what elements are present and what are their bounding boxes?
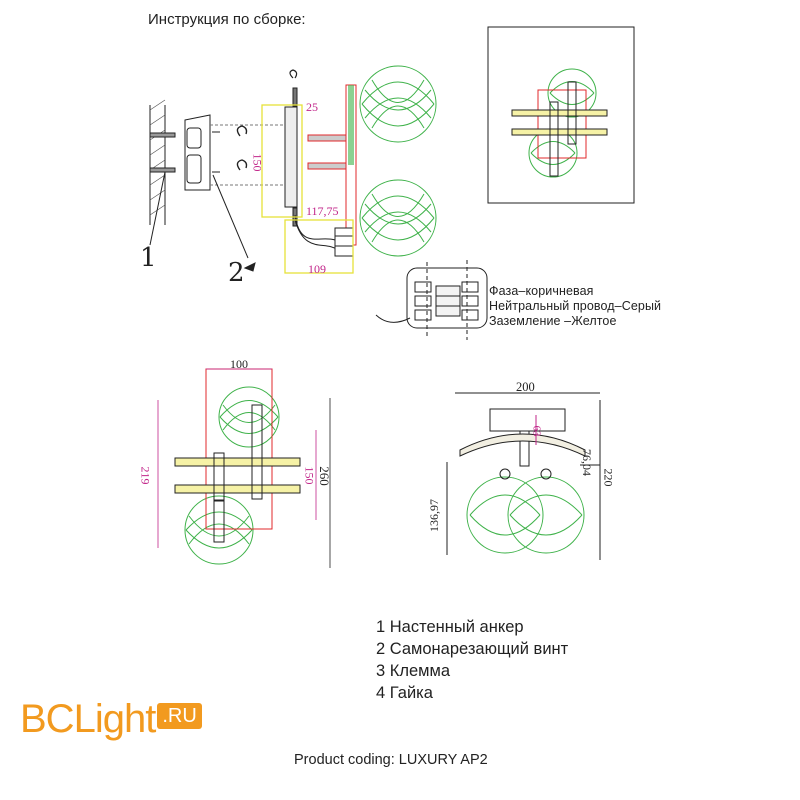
dim-219: 219: [138, 466, 153, 485]
wiring-neutral: Нейтральный провод–Серый: [489, 299, 662, 313]
front-view-drawing: [174, 368, 301, 565]
dim-25: 25: [306, 100, 318, 114]
logo-bc: BC: [20, 697, 75, 741]
callout-2: 2: [228, 258, 245, 288]
logo-domain: .RU: [157, 703, 202, 729]
product-coding: Product coding: LUXURY AP2: [294, 752, 488, 768]
logo-light: Light: [73, 697, 157, 741]
dim-150-front: 150: [302, 466, 317, 485]
parts-item-4: 4 Гайка: [376, 684, 433, 702]
dim-220: 220: [601, 468, 616, 487]
dim-76-04: 76,04: [580, 449, 594, 476]
dim-117-75: 117,75: [306, 204, 339, 218]
side-view-globes: [359, 65, 437, 257]
dim-100: 100: [230, 357, 248, 371]
wiring-block: [375, 260, 488, 340]
callout-1: 1: [140, 243, 157, 273]
parts-item-3: 3 Клемма: [376, 662, 451, 680]
page-title: Инструкция по сборке:: [148, 11, 306, 28]
dim-63: 63: [530, 425, 543, 437]
dim-260: 260: [316, 466, 332, 486]
wiring-ground: Заземление –Желтое: [489, 314, 617, 328]
profile-view-drawing: [446, 392, 601, 560]
dim-109: 109: [308, 262, 326, 276]
dim-150-side: 150: [250, 153, 265, 172]
dim-136-97: 136,97: [427, 499, 441, 532]
dim-200: 200: [516, 380, 535, 394]
bclight-logo: BCLight.RU: [20, 697, 202, 742]
wiring-phase: Фаза–коричневая: [489, 284, 594, 298]
parts-item-1: 1 Настенный анкер: [376, 618, 524, 636]
parts-item-2: 2 Самонарезающий винт: [376, 640, 569, 658]
framed-front-view: [511, 68, 608, 178]
